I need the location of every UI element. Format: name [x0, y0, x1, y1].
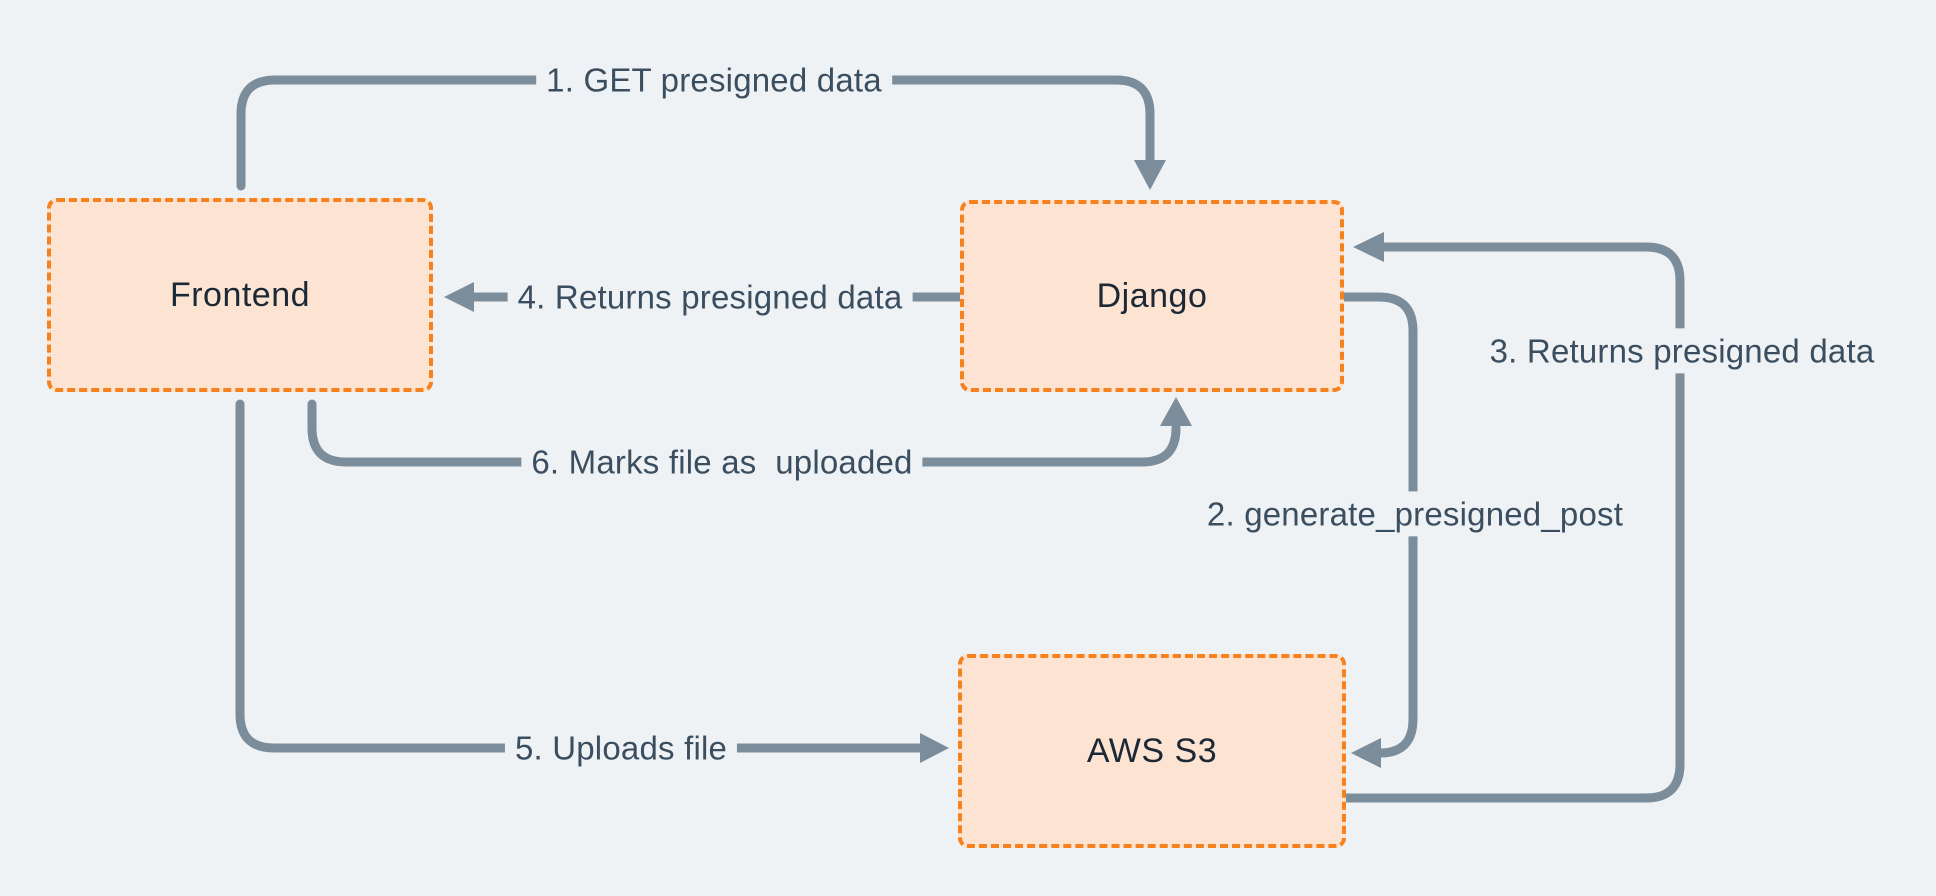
edge-label-returns-presigned-data-s3: 3. Returns presigned data — [1479, 328, 1885, 374]
arrow-5-head — [920, 733, 949, 763]
arrow-4-head — [444, 282, 474, 312]
arrow-django-to-s3-generate — [1338, 292, 1418, 768]
edge-label-get-presigned-data: 1. GET presigned data — [536, 57, 892, 103]
node-aws-s3: AWS S3 — [958, 654, 1346, 848]
edge-label-uploads-file: 5. Uploads file — [504, 725, 738, 771]
arrow-3-path — [1340, 242, 1685, 803]
node-frontend: Frontend — [47, 198, 433, 392]
arrow-frontend-to-django-marks — [307, 397, 1192, 467]
node-frontend-label: Frontend — [169, 275, 311, 314]
node-django-label: Django — [1096, 276, 1208, 315]
arrow-2-path — [1338, 292, 1418, 758]
arrow-3-head — [1353, 232, 1384, 262]
arrow-1-head — [1134, 160, 1166, 190]
edge-label-returns-presigned-data-django: 4. Returns presigned data — [507, 274, 913, 320]
edge-label-generate-presigned-post: 2. generate_presigned_post — [1196, 491, 1634, 537]
arrow-6-path — [307, 399, 1181, 467]
arrow-6-head — [1160, 397, 1192, 426]
arrow-2-head — [1351, 738, 1381, 768]
node-django: Django — [960, 200, 1344, 392]
node-aws-s3-label: AWS S3 — [1086, 731, 1218, 770]
arrow-s3-to-django-returns — [1340, 232, 1685, 803]
arrow-5-path — [235, 399, 925, 753]
arrow-frontend-to-s3-uploads — [235, 399, 949, 763]
edge-label-marks-file-uploaded: 6. Marks file as uploaded — [521, 439, 923, 485]
